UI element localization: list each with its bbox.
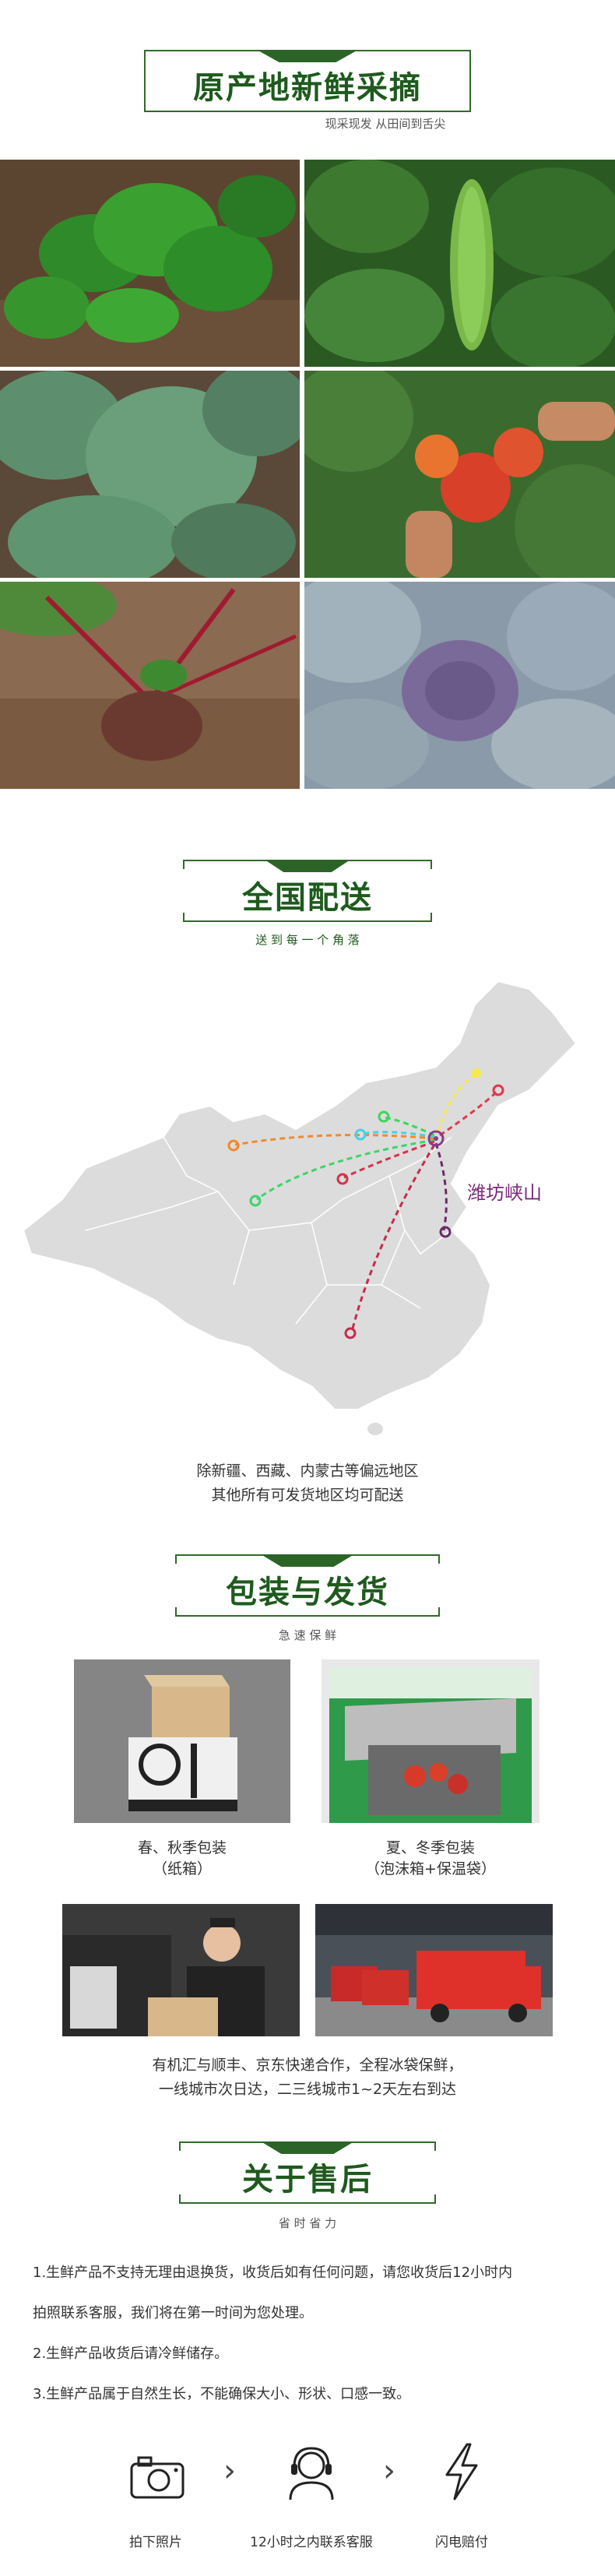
summer-winter-line2: （泡沫箱+保温袋） (365, 1860, 496, 1877)
packing-title-frame: 包装与发货 (175, 1554, 440, 1617)
purple-cabbage-photo (304, 582, 615, 789)
origin-subtitle: 现采现发 从田间到舌尖 (325, 117, 446, 131)
bitter-melon-photo (304, 160, 615, 367)
step-arrow-1: › (223, 2453, 236, 2489)
frame-tab (261, 2141, 354, 2154)
aftersales-subtitle: 省 时 省 力 (278, 2216, 337, 2230)
shipping-note-2: 一线城市次日达，二三线城市1~2天左右到达 (158, 2081, 457, 2098)
summer-winter-line1: 夏、冬季包装 (385, 1839, 475, 1856)
aftersales-title-frame: 关于售后 (179, 2141, 436, 2204)
summer-winter-caption: 夏、冬季包装 （泡沫箱+保温袋） (322, 1838, 539, 1880)
tomato-photo (304, 371, 615, 578)
delivery-note-1: 除新疆、西藏、内蒙古等偏远地区 (196, 1462, 419, 1480)
packing-title: 包装与发货 (226, 1575, 389, 1610)
aftersales-rule-2: 2.生鲜产品收货后请冷鲜储存。 (33, 2345, 229, 2362)
delivery-title: 全国配送 (242, 880, 373, 916)
delivery-subtitle: 送 到 每 一 个 角 落 (255, 933, 360, 947)
kale-photo (0, 371, 300, 578)
frame-tab (261, 1554, 354, 1567)
step-label-photo: 拍下照片 (129, 2535, 182, 2550)
step-label-compensation: 闪电赔付 (435, 2535, 488, 2550)
foam-box-photo (322, 1659, 539, 1823)
lightning-icon (445, 2443, 478, 2500)
origin-title-frame: 原产地新鲜采摘 (144, 50, 471, 112)
aftersales-title: 关于售后 (242, 2162, 373, 2198)
camera-icon (130, 2456, 184, 2499)
sf-carton-photo (74, 1659, 290, 1823)
spring-autumn-line2: （纸箱） (152, 1860, 212, 1877)
aftersales-rule-1a: 1.生鲜产品不支持无理由退换货，收货后如有任何问题，请您收货后12小时内 (33, 2265, 513, 2281)
china-map-shape (22, 980, 578, 1410)
delivery-trucks-photo (315, 1904, 553, 2036)
origin-title: 原产地新鲜采摘 (193, 70, 422, 106)
china-delivery-map (16, 973, 592, 1448)
beetroot-photo (0, 582, 300, 789)
customer-service-icon (289, 2447, 334, 2500)
step-arrow-2: › (383, 2453, 395, 2489)
spring-autumn-caption: 春、秋季包装 （纸箱） (74, 1838, 290, 1880)
aftersales-rule-3: 3.生鲜产品属于自然生长，不能确保大小、形状、口感一致。 (33, 2386, 411, 2402)
frame-tab (257, 50, 358, 62)
frame-tab (265, 860, 350, 872)
delivery-note-2: 其他所有可发货地区均可配送 (211, 1487, 404, 1504)
hub-city-label: 潍坊峡山 (467, 1182, 542, 1204)
courier-photo (62, 1904, 300, 2036)
delivery-title-frame: 全国配送 (183, 860, 432, 922)
shipping-note-1: 有机汇与顺丰、京东快递合作，全程冰袋保鲜， (152, 2057, 463, 2074)
aftersales-rule-1b: 拍照联系客服，我们将在第一时间为您处理。 (33, 2305, 313, 2321)
step-label-contact: 12小时之内联系客服 (250, 2535, 373, 2550)
spinach-photo (0, 160, 300, 367)
packing-subtitle: 急 速 保 鲜 (278, 1628, 337, 1642)
spring-autumn-line1: 春、秋季包装 (137, 1839, 227, 1856)
